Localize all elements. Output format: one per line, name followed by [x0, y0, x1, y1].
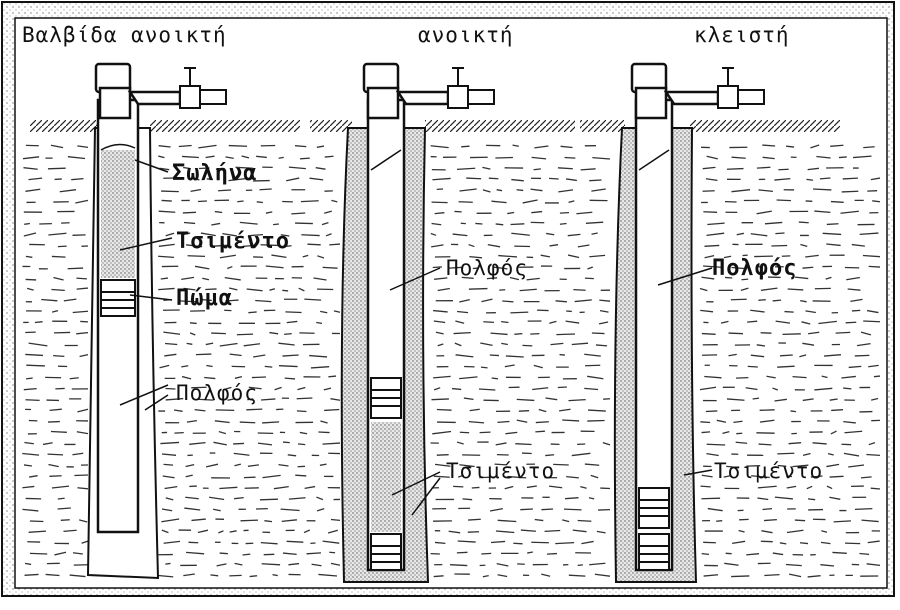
label-plug: Πώμα [176, 286, 233, 311]
label-mud: Πολφός [176, 381, 258, 405]
inner-frame [14, 17, 888, 589]
label-cement-2: Τσιμέντο [446, 459, 555, 483]
valve-label-open: Βαλβίδα ανοικτή [22, 23, 227, 47]
panel-3: κλειστή Πολφός Τσιμέντο [613, 23, 823, 583]
valve-label-closed: κλειστή [694, 23, 790, 47]
valve-label-open-2: ανοικτή [418, 23, 514, 47]
panel-1: Βαλβίδα ανοικτή Σωλήνα Τσιμέντο Πώμα Πολ… [22, 23, 290, 580]
ground-strata [22, 144, 881, 578]
ground-surfaces [30, 120, 840, 132]
label-cement: Τσιμέντο [176, 229, 290, 254]
label-cement-3: Τσιμέντο [714, 459, 823, 483]
label-mud-2: Πολφός [446, 256, 528, 280]
label-pipe: Σωλήνα [172, 161, 257, 186]
panel-2: ανοικτή Πολφός Τσιμέντο [340, 23, 555, 583]
label-mud-3: Πολφός [712, 256, 797, 281]
